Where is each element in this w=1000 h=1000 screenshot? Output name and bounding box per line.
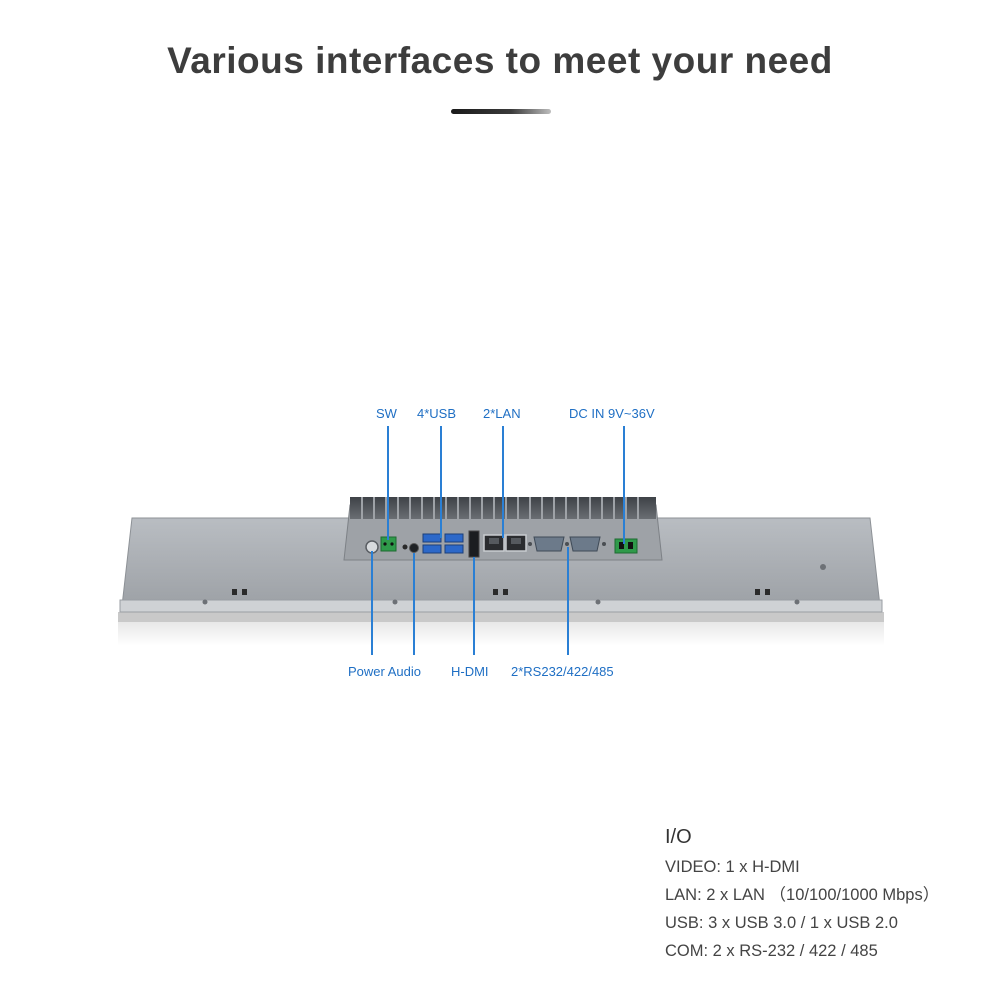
rs232-leader-line <box>567 547 569 655</box>
io-line-lan: LAN: 2 x LAN （10/100/1000 Mbps） <box>665 886 940 904</box>
io-heading: I/O <box>665 826 692 848</box>
io-line-usb: USB: 3 x USB 3.0 / 1 x USB 2.0 <box>665 914 898 932</box>
audio-leader-line <box>413 553 415 655</box>
callout-hdmi: H-DMI <box>451 664 489 679</box>
title-underline <box>451 109 551 114</box>
io-line-video: VIDEO: 1 x H-DMI <box>665 858 800 876</box>
sw-leader-line <box>387 426 389 540</box>
power-leader-line <box>371 551 373 655</box>
led-indicator <box>402 544 408 550</box>
callout-rs232: 2*RS232/422/485 <box>511 664 614 679</box>
page-title: Various interfaces to meet your need <box>167 40 833 81</box>
io-line-com: COM: 2 x RS-232 / 422 / 485 <box>665 942 878 960</box>
dc-in-terminal <box>614 538 638 554</box>
panel-vents <box>232 589 770 595</box>
usb-leader-line <box>440 426 442 538</box>
dc-in-leader-line <box>623 426 625 544</box>
callout-dc-in: DC IN 9V~36V <box>569 406 655 421</box>
callout-lan: 2*LAN <box>483 406 521 421</box>
lan-leader-line <box>502 426 504 538</box>
callout-power-audio: Power Audio <box>348 664 421 679</box>
callout-usb: 4*USB <box>417 406 457 421</box>
hdmi-leader-line <box>473 557 475 655</box>
audio-jack-port <box>409 543 419 553</box>
hdmi-port <box>468 530 480 558</box>
usb-ports <box>422 533 464 554</box>
io-spec-block: I/O VIDEO: 1 x H-DMI LAN: 2 x LAN （10/10… <box>665 826 939 965</box>
com-ports <box>528 536 606 552</box>
lan-ports <box>483 534 527 552</box>
callout-sw: SW <box>376 406 397 421</box>
